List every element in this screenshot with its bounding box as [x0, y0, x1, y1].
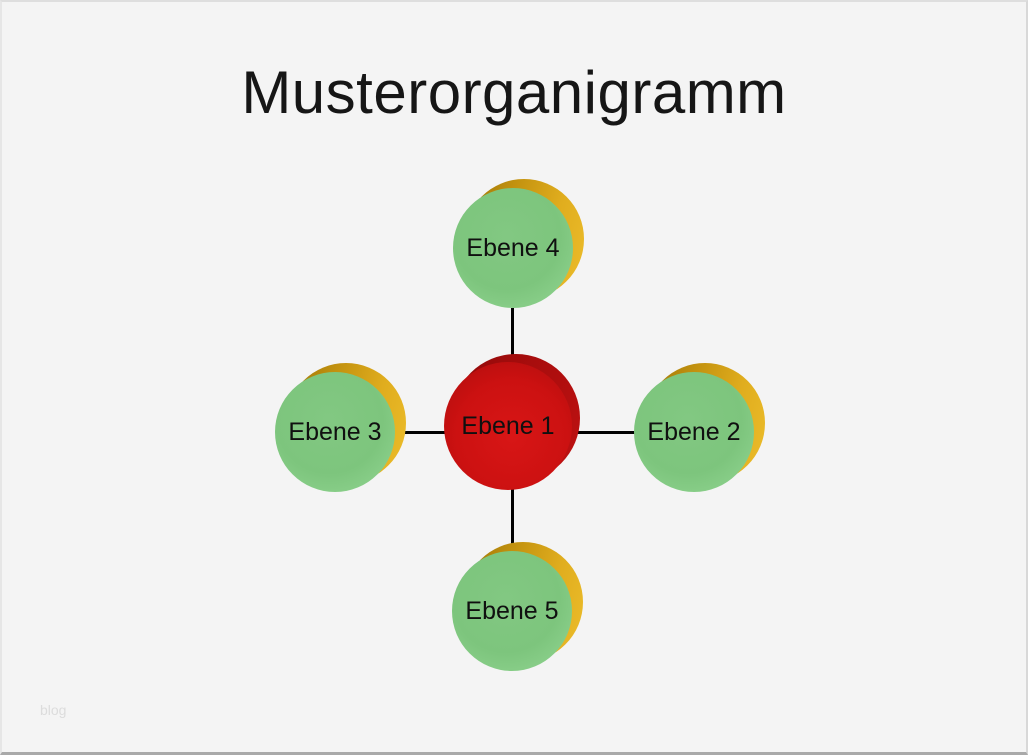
node-label: Ebene 5 [465, 596, 559, 625]
org-node-ebene-2: Ebene 2 [634, 363, 765, 492]
node-circle: Ebene 2 [634, 372, 754, 492]
connector-center-to-top [511, 308, 514, 366]
org-node-ebene-1: Ebene 1 [444, 354, 580, 490]
node-label: Ebene 1 [461, 411, 555, 440]
org-node-ebene-5: Ebene 5 [452, 542, 583, 671]
page-title: Musterorganigramm [241, 59, 787, 126]
connector-center-to-right [570, 431, 636, 434]
node-circle: Ebene 4 [453, 188, 573, 308]
connector-center-to-bottom [511, 488, 514, 550]
connector-center-to-left [399, 431, 447, 434]
node-label: Ebene 2 [647, 417, 741, 446]
node-circle: Ebene 3 [275, 372, 395, 492]
org-node-ebene-3: Ebene 3 [275, 363, 406, 492]
node-circle: Ebene 1 [444, 362, 572, 490]
node-label: Ebene 4 [466, 233, 560, 262]
node-circle: Ebene 5 [452, 551, 572, 671]
org-node-ebene-4: Ebene 4 [453, 179, 584, 308]
node-label: Ebene 3 [288, 417, 382, 446]
watermark-text: blog [40, 702, 67, 718]
